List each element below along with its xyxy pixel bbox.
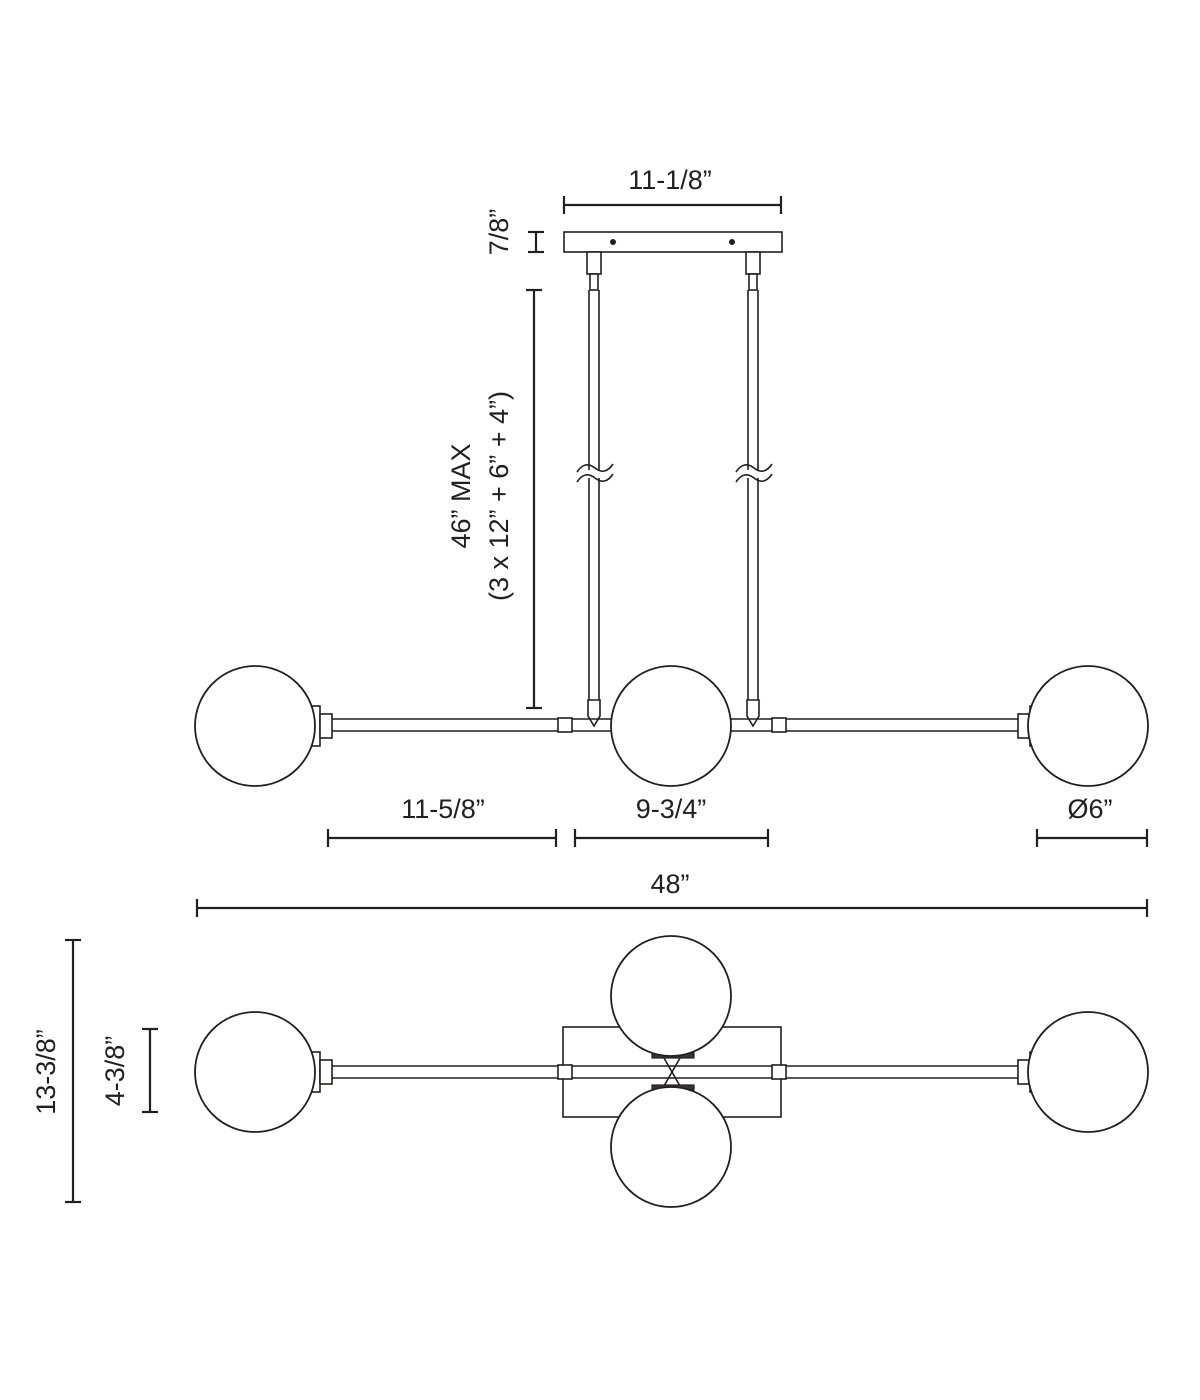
dim-overall-depth: 13-3/8” <box>31 938 81 1204</box>
canopy <box>563 231 783 275</box>
top-globe-right <box>1027 1011 1149 1133</box>
top-globe-lower <box>610 1086 732 1208</box>
overall-length-label: 48” <box>650 869 689 899</box>
canopy-height-label: 7/8” <box>484 209 514 256</box>
dim-overall-length: 48” <box>195 869 1149 917</box>
dim-globe-diameter: Ø6” <box>1035 794 1149 847</box>
drop-max-label: 46” MAX <box>446 443 476 548</box>
center-span-label: 9-3/4” <box>636 794 707 824</box>
body-depth-label: 4-3/8” <box>100 1036 130 1107</box>
top-globe-left <box>194 1011 316 1133</box>
overall-depth-label: 13-3/8” <box>31 1029 61 1115</box>
globe-left <box>194 665 316 787</box>
dim-arm-length: 11-5/8” <box>326 794 558 847</box>
down-rods <box>576 273 773 728</box>
arm-length-label: 11-5/8” <box>401 794 485 824</box>
dim-body-depth: 4-3/8” <box>100 1027 158 1114</box>
dim-canopy-height: 7/8” <box>484 209 544 256</box>
globe-right <box>1027 665 1149 787</box>
front-elevation-view: 11-1/8” 7/8” 46” MAX (3 x 12” + 6” + 4”)… <box>194 165 1149 917</box>
drop-breakdown-label: (3 x 12” + 6” + 4”) <box>484 391 514 601</box>
top-globe-upper <box>610 935 732 1057</box>
dim-center-span: 9-3/4” <box>573 794 770 847</box>
canopy-width-label: 11-1/8” <box>628 165 712 195</box>
top-view: 13-3/8” 4-3/8” <box>31 935 1149 1208</box>
dim-drop-max: 46” MAX (3 x 12” + 6” + 4”) <box>446 288 542 710</box>
globe-center <box>610 665 732 787</box>
globe-diameter-label: Ø6” <box>1067 794 1112 824</box>
dim-canopy-width: 11-1/8” <box>562 165 783 214</box>
